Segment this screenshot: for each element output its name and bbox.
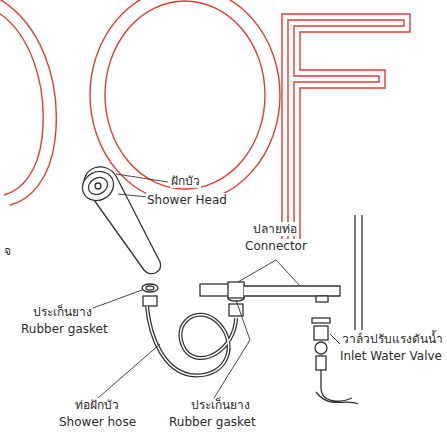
letter-o-left-inner	[0, 10, 43, 195]
wall	[355, 215, 362, 330]
part-label: ฝักบัว	[170, 174, 201, 188]
leader-shower-head	[116, 174, 168, 182]
letter-o-inner	[105, 1, 265, 189]
leader-connector	[238, 260, 300, 286]
shower-face	[77, 166, 119, 206]
part-label: ประเก็นยาง	[32, 305, 93, 319]
shower-nozzles	[85, 174, 110, 198]
part-label: จ	[3, 244, 12, 258]
leader-shower-hose	[98, 344, 160, 398]
letter-f-inner	[288, 20, 404, 244]
leader-valve	[330, 334, 340, 344]
leader-lines	[66, 174, 340, 398]
part-label: Rubber gasket	[20, 322, 109, 336]
part-label: วาล์วปรับแรงดันน้ำ	[341, 332, 444, 346]
part-label: ประเก็นยาง	[190, 398, 251, 412]
connector-elbow	[228, 282, 244, 298]
inlet-water-valve	[314, 326, 328, 340]
shower-head	[77, 166, 161, 274]
shower-handle	[84, 167, 161, 274]
letter-f-outer	[282, 14, 410, 250]
part-label: Shower hose	[58, 415, 137, 429]
letter-o-outer	[90, 0, 280, 203]
valve-washer	[312, 318, 330, 323]
shower-hose-core	[147, 306, 236, 375]
inlet-hose	[316, 370, 358, 404]
valve-top-nut	[316, 296, 328, 302]
rubber-gasket-left-hole	[146, 286, 154, 290]
part-label: ปลายท่อ	[252, 222, 298, 236]
hose-parts	[142, 215, 362, 404]
hose-nut-left	[143, 296, 157, 306]
connector-pipe	[244, 286, 340, 296]
part-label: Shower Head	[146, 193, 228, 207]
outline-letters	[0, 0, 410, 250]
valve-knob	[315, 342, 327, 354]
part-label: ท่อฝักบัว	[74, 398, 120, 412]
part-label: Connector	[244, 239, 308, 253]
rubber-gasket-left	[142, 284, 158, 292]
part-label: Rubber gasket	[168, 415, 257, 429]
valve-outlet	[316, 356, 326, 370]
shower-center	[95, 183, 101, 189]
part-label: Inlet Water Valve	[339, 349, 443, 363]
letter-o-left	[0, 0, 56, 205]
shower-hose	[147, 306, 236, 375]
leader-gasket-bottom	[214, 300, 250, 398]
